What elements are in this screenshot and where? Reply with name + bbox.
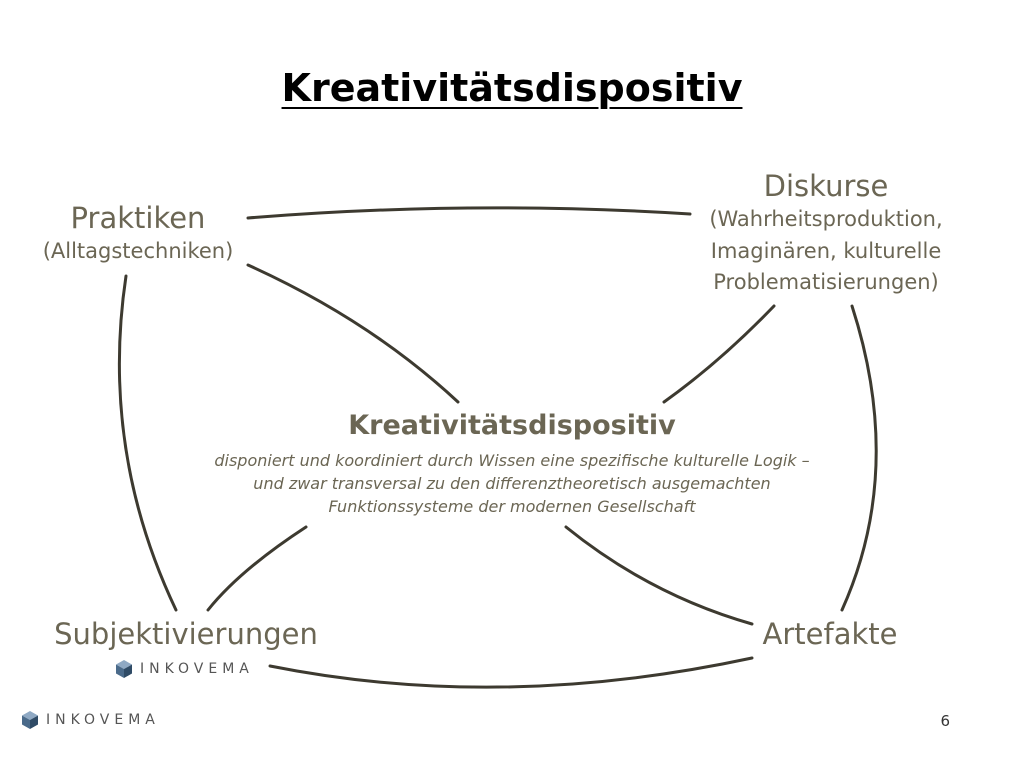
diskurse-label: Diskurse xyxy=(763,169,889,203)
inkovema-logo-overlay: INKOVEMA xyxy=(116,660,254,678)
praktiken-label: Praktiken xyxy=(70,201,206,235)
logo-text: INKOVEMA xyxy=(46,712,160,728)
diskurse-sublabel-line-2: Imaginären, kulturelle xyxy=(710,238,942,263)
slide-title: Kreativitätsdispositiv xyxy=(281,66,743,110)
line-subjekt-artefakte xyxy=(268,656,754,689)
diskurse-sublabel-line-1: (Wahrheitsproduktion, xyxy=(709,207,943,232)
center-description: disponiert und koordiniert durch Wissen … xyxy=(160,449,864,519)
node-diskurse: Diskurse (Wahrheitsproduktion, Imaginäre… xyxy=(686,168,966,299)
center-node: Kreativitätsdispositiv disponiert und ko… xyxy=(160,410,864,519)
cube-icon xyxy=(116,660,132,678)
center-description-line-2: und zwar transversal zu den differenzthe… xyxy=(253,474,771,494)
line-center-artefakte xyxy=(564,525,754,626)
node-artefakte: Artefakte xyxy=(740,616,920,654)
page-number: 6 xyxy=(940,712,950,730)
subjektivierungen-label: Subjektivierungen xyxy=(54,617,318,651)
center-title: Kreativitätsdispositiv xyxy=(348,410,676,441)
line-diskurse-center xyxy=(662,304,776,404)
node-subjektivierungen: Subjektivierungen xyxy=(36,616,336,654)
line-praktiken-diskurse xyxy=(246,206,692,220)
diskurse-sublabel-line-3: Problematisierungen) xyxy=(713,270,939,295)
center-description-line-1: disponiert und koordiniert durch Wissen … xyxy=(214,451,810,470)
line-diskurse-artefakte xyxy=(840,304,878,612)
line-center-subjekt xyxy=(206,525,308,612)
praktiken-sublabel: (Alltagstechniken) xyxy=(42,238,234,263)
node-praktiken: Praktiken (Alltagstechniken) xyxy=(28,200,248,265)
center-description-line-3: Funktionssysteme der modernen Gesellscha… xyxy=(328,497,696,517)
logo-text: INKOVEMA xyxy=(140,661,254,677)
line-praktiken-subjekt xyxy=(117,274,178,612)
cube-icon xyxy=(22,711,38,729)
line-praktiken-center xyxy=(246,263,460,404)
inkovema-logo-footer: INKOVEMA xyxy=(22,711,160,729)
artefakte-label: Artefakte xyxy=(762,617,898,651)
